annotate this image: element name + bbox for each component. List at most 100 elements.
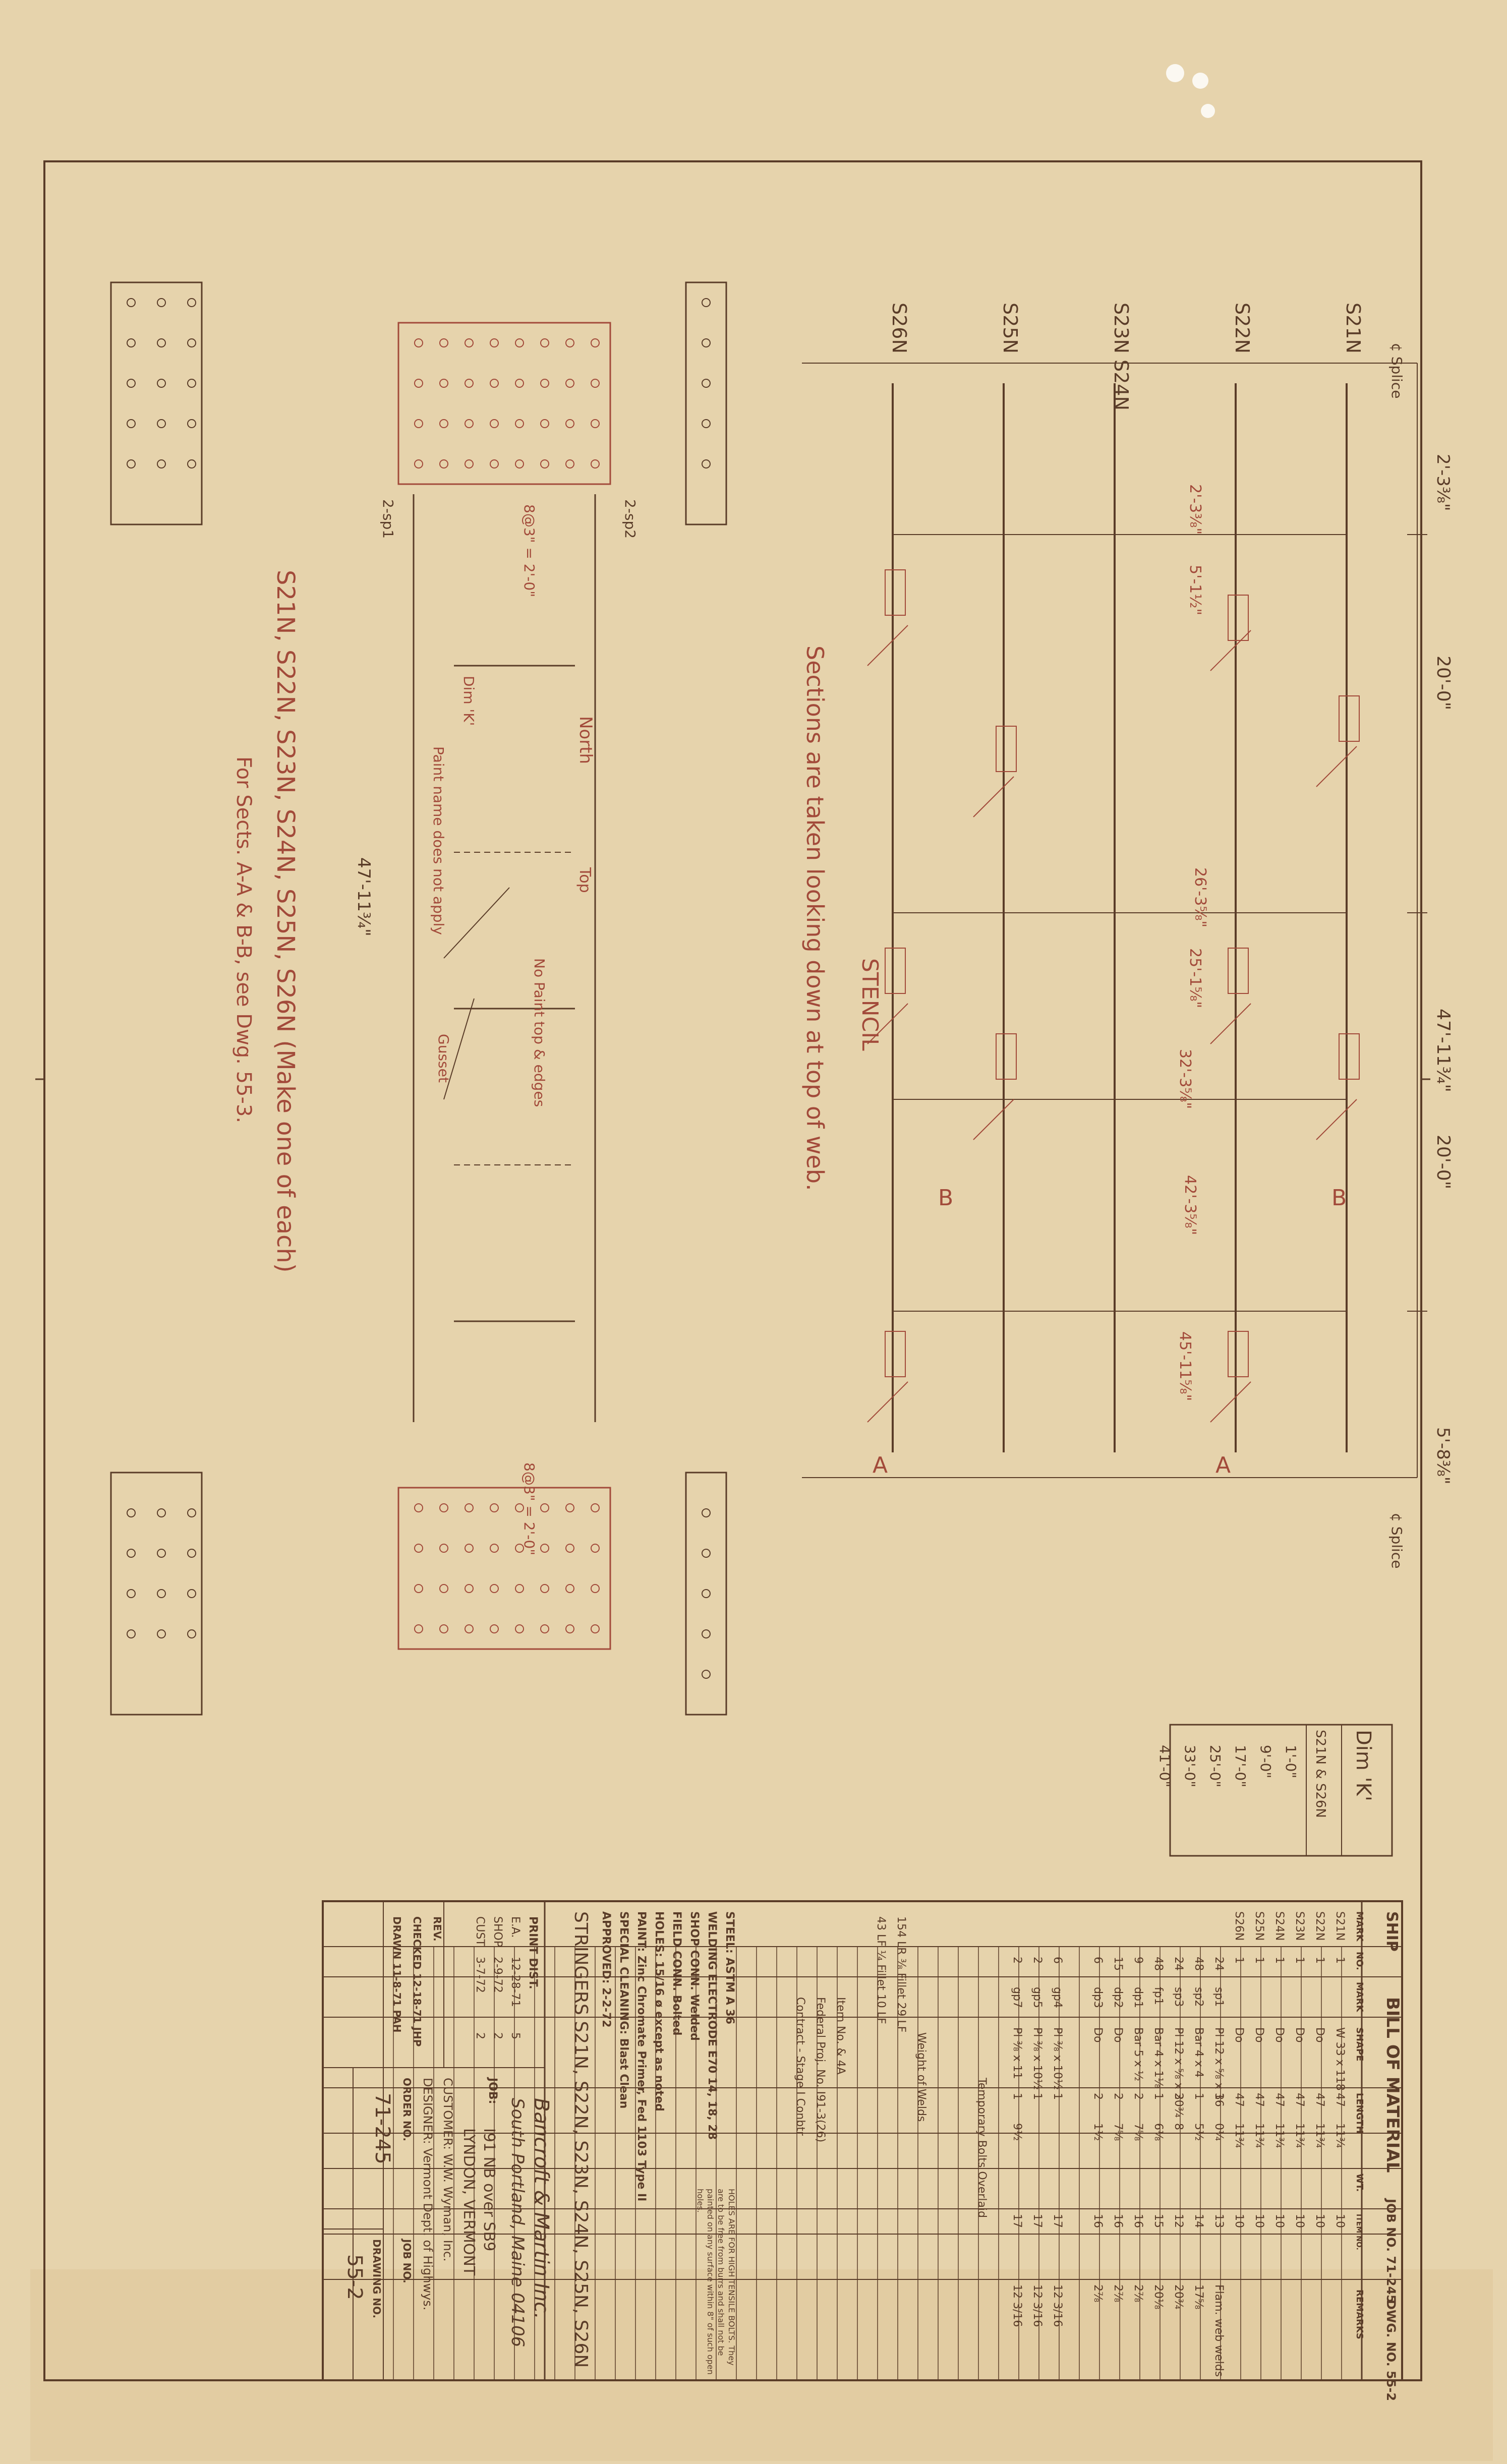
rev-label: REV. <box>431 1916 443 1942</box>
svg-text:S26N: S26N <box>1233 1911 1245 1941</box>
bolt-grid-top <box>414 338 600 468</box>
svg-text:15: 15 <box>1152 2214 1165 2228</box>
bom-col-header: ITEM NO. <box>1355 2214 1363 2250</box>
inner-dim: 5'-1½" <box>1186 565 1204 615</box>
punch-hole <box>1201 104 1215 118</box>
svg-text:6: 6 <box>1091 1957 1104 1964</box>
bom-dwg-no: DWG. NO. 55-2 <box>1384 2300 1398 2401</box>
svg-text:1: 1 <box>1273 1957 1286 1964</box>
inner-dim: 25'-1⅝" <box>1186 948 1204 1008</box>
svg-text:7⅝: 7⅝ <box>1132 2123 1144 2141</box>
svg-text:Do: Do <box>1253 2027 1265 2042</box>
girder-plans <box>802 363 1427 1478</box>
svg-text:47: 47 <box>1293 2093 1306 2107</box>
stencil-label: STENCIL <box>857 958 883 1051</box>
checked-label: CHECKED 12-18-71 JHP <box>411 1916 423 2046</box>
svg-text:1: 1 <box>1192 2093 1205 2100</box>
svg-text:1: 1 <box>1233 1957 1245 1964</box>
bom-misc: Item No. & 4A <box>834 1997 847 2075</box>
svg-text:sp2: sp2 <box>1192 1987 1205 2007</box>
splice-label: ¢ Splice <box>1388 343 1405 398</box>
svg-text:47: 47 <box>1334 2093 1346 2107</box>
svg-text:20¾: 20¾ <box>1172 2284 1185 2309</box>
dim-k-value: 41'-0" <box>1156 1745 1173 1787</box>
punch-hole <box>1166 64 1184 82</box>
inner-dim: 45'-11⅝" <box>1176 1331 1194 1401</box>
svg-text:dp2: dp2 <box>1112 1987 1124 2008</box>
svg-text:2: 2 <box>1132 2093 1144 2100</box>
svg-text:9: 9 <box>1132 1957 1144 1964</box>
bolt-dim: 8@3" = 2'-0" <box>521 504 538 597</box>
punch-hole <box>1192 73 1208 89</box>
svg-text:2: 2 <box>474 2032 486 2039</box>
bom-col-header: WT. <box>1354 2174 1365 2192</box>
gusset-note: Gusset <box>435 1034 452 1083</box>
svg-text:S23N: S23N <box>1293 1911 1306 1941</box>
bom-col-header: REMARKS <box>1354 2290 1365 2339</box>
bom-misc: 154 LR ⅜ Fillet 29 LF <box>895 1916 907 2032</box>
spec-holes: HOLES: 15/16 ø except as noted <box>653 1911 665 2111</box>
svg-text:2: 2 <box>1011 1957 1023 1964</box>
svg-text:Pl ⅜ x 10½: Pl ⅜ x 10½ <box>1051 2027 1064 2090</box>
svg-text:CUST: CUST <box>474 1916 486 1946</box>
svg-text:SHOP: SHOP <box>491 1916 504 1947</box>
title-block <box>322 1900 546 2381</box>
svg-text:1: 1 <box>1051 2093 1064 2100</box>
svg-text:48: 48 <box>1192 1957 1205 1971</box>
svg-text:20⅛: 20⅛ <box>1152 2284 1165 2309</box>
svg-text:11¾: 11¾ <box>1293 2123 1306 2148</box>
section-a-marker: A <box>873 1452 888 1478</box>
svg-text:fp1: fp1 <box>1152 1987 1165 2005</box>
hole-note: HOLES ARE FOR HIGH TENSILE BOLTS. They a… <box>695 2189 736 2375</box>
drawing-no-label: DRAWING NO. <box>371 2239 383 2318</box>
svg-text:1: 1 <box>1334 1957 1346 1964</box>
bom-misc: Temporary Bolts Overlaid <box>975 2077 988 2218</box>
inner-dim: 26'-3⅝" <box>1191 867 1209 927</box>
svg-text:1: 1 <box>1011 2093 1023 2100</box>
svg-text:2⅞: 2⅞ <box>1112 2284 1124 2302</box>
dim-k-table <box>1169 1724 1393 1857</box>
svg-text:3-7-72: 3-7-72 <box>474 1957 486 1993</box>
section-b-marker: B <box>1331 1185 1347 1211</box>
svg-text:S22N: S22N <box>1313 1911 1326 1941</box>
spec-cleaning: SPECIAL CLEANING: Blast Clean <box>617 1911 630 2108</box>
rev-row: CUST 3-7-72 2 <box>474 1916 486 2039</box>
rev-row: E.A.12-28-715 <box>509 1916 521 2039</box>
svg-text:13: 13 <box>1212 2214 1225 2228</box>
svg-text:10: 10 <box>1334 2214 1346 2228</box>
job-location: LYNDON, VERMONT <box>460 2128 478 2276</box>
svg-text:16: 16 <box>1132 2214 1144 2228</box>
svg-text:17: 17 <box>1031 2214 1044 2228</box>
section-a-marker: A <box>1215 1452 1231 1478</box>
order-no-label: ORDER NO. <box>401 2078 413 2141</box>
svg-text:47: 47 <box>1253 2093 1265 2107</box>
no-paint-note: No Paint top & edges <box>531 958 548 1107</box>
inner-dim: 2'-3⅜" <box>1186 484 1204 535</box>
svg-text:gp7: gp7 <box>1011 1987 1023 2008</box>
svg-text:dp3: dp3 <box>1091 1987 1104 2008</box>
splice-label: ¢ Splice <box>1388 1513 1405 1568</box>
svg-text:47: 47 <box>1273 2093 1286 2107</box>
girder-label: S22N <box>1231 303 1253 354</box>
bom-col-header: MARK <box>1354 1911 1365 1942</box>
svg-text:1: 1 <box>1293 1957 1306 1964</box>
panel-dim: 20'-0" <box>1433 1135 1454 1189</box>
north-note: North <box>575 716 596 764</box>
designer: DESIGNER: Vermont Dept. of Highwys. <box>421 2078 435 2310</box>
svg-text:0¼: 0¼ <box>1212 2123 1225 2141</box>
company-location: South Portland, Maine 04106 <box>507 2098 528 2347</box>
end-dim: 2'-3⅜" <box>1433 454 1453 511</box>
dim-k-value: 1'-0" <box>1283 1745 1299 1778</box>
bom-col-header: LENGTH <box>1354 2093 1365 2134</box>
end-bolts <box>127 298 711 1679</box>
svg-text:3: 3 <box>1172 2093 1185 2100</box>
svg-text:24: 24 <box>1212 1957 1225 1971</box>
svg-text:Do: Do <box>1112 2027 1124 2042</box>
drawing-number: 55-2 <box>343 2254 366 2300</box>
bom-misc: Federal Proj. No. I91-3(26) <box>814 1997 827 2142</box>
